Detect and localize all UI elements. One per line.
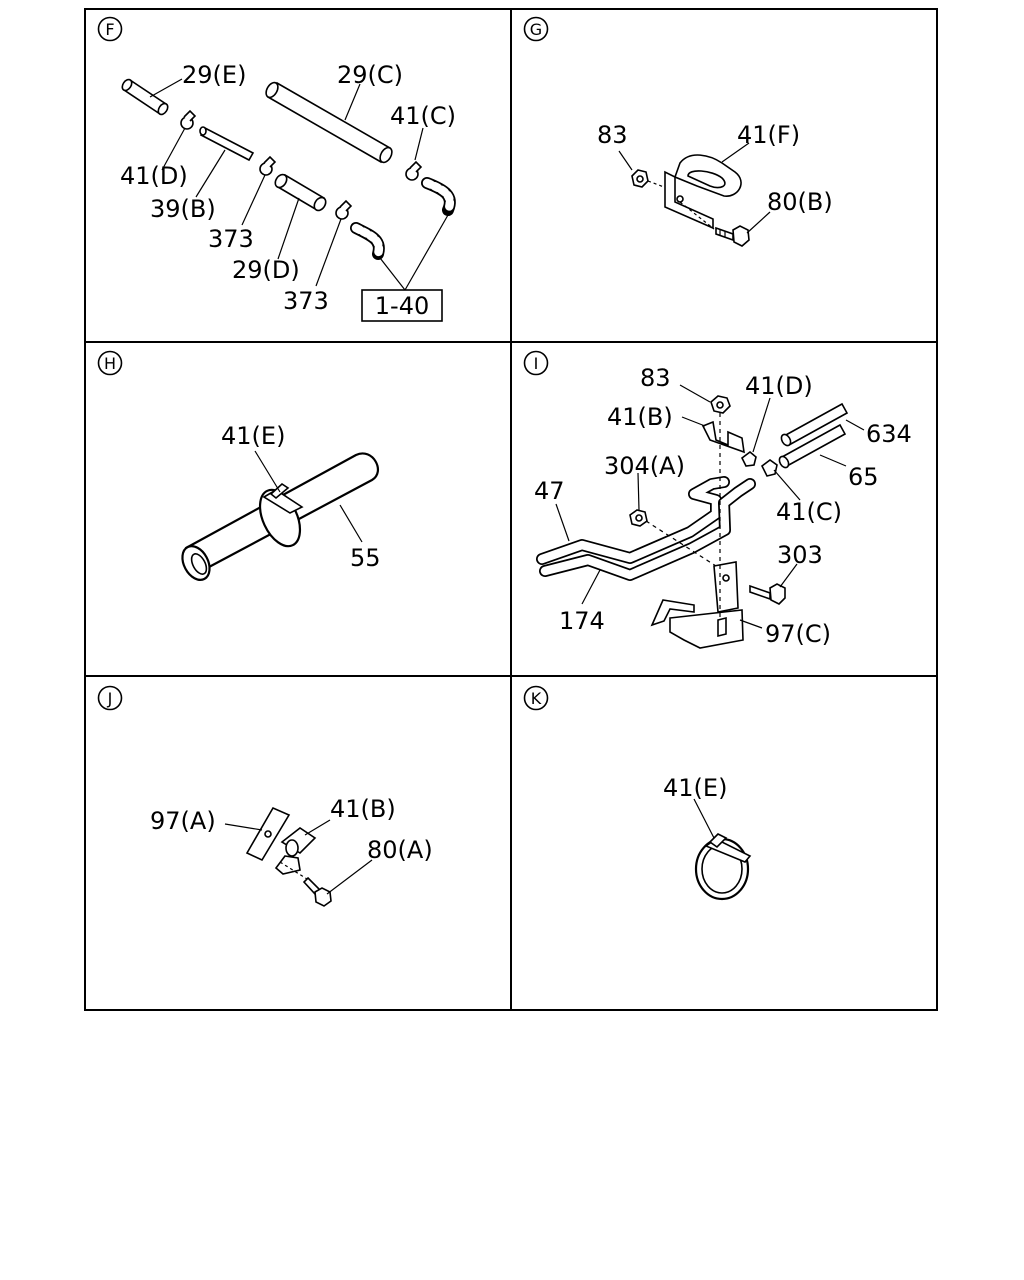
label-41e-k: 41(E) [663,774,727,802]
label-97c: 97(C) [765,620,831,648]
hose-29c-part [265,81,393,164]
panel-badge-f: F [97,16,123,42]
panel-grid [84,8,938,1011]
clamp-41e-k-part [694,833,752,901]
hose-634-part [780,402,849,447]
label-41c-i: 41(C) [776,498,842,526]
panel-f: 29(E) 29(C) 41(C) 41(D) 39(B) 373 29(D) … [120,61,456,322]
clamp-373-lower-part [335,199,353,220]
hose-29e-part [121,78,169,116]
bracket-97c-part [650,561,744,649]
bracket-97a-part [245,806,291,862]
elbow-lower-part [350,222,385,260]
label-65: 65 [848,463,879,491]
label-373-upper: 373 [208,225,254,253]
svg-text:K: K [531,689,542,708]
ref-box-1-40 [361,289,443,322]
panel-i: 83 41(D) 41(B) 634 304(A) 65 47 41(C) 30… [534,364,912,649]
label-41f: 41(F) [737,121,800,149]
pipe-47-part [536,476,730,565]
label-29d: 29(D) [232,256,300,284]
label-41b-i: 41(B) [607,403,673,431]
pipe-39b-part [199,126,255,162]
label-83: 83 [597,121,628,149]
panel-g: 83 41(F) 80(B) [597,121,833,247]
label-303: 303 [777,541,823,569]
label-1-40: 1-40 [375,292,429,320]
label-41c: 41(C) [390,102,456,130]
panel-j: 97(A) 41(B) 80(A) [150,795,433,907]
clamp-41c-part [405,160,423,181]
bolt-303-part [749,583,786,605]
bolt-80b-part [715,225,750,247]
pipe-174-part [539,478,756,581]
label-634: 634 [866,420,912,448]
label-55: 55 [350,544,381,572]
clamp-373-upper-part [259,155,277,176]
label-83-i: 83 [640,364,671,392]
label-29c: 29(C) [337,61,403,89]
clamp-41d-part [180,109,197,130]
clip-41b-j-part [274,827,317,875]
label-373-lower: 373 [283,287,329,315]
panel-badge-g: G [523,16,549,42]
label-29e: 29(E) [182,61,246,89]
label-174: 174 [559,607,605,635]
panel-f-leaders [149,78,449,291]
label-41d-i: 41(D) [745,372,813,400]
panel-k: 41(E) [663,774,752,901]
svg-text:H: H [104,354,116,373]
label-97a: 97(A) [150,807,216,835]
label-41e: 41(E) [221,422,285,450]
panel-badge-k: K [523,685,549,711]
hose-29d-part [274,173,327,212]
label-41d: 41(D) [120,162,188,190]
clip-41f-part [664,154,742,230]
svg-text:G: G [530,20,542,39]
label-39b: 39(B) [150,195,216,223]
clip-41b-part [701,420,745,454]
panel-badge-h: H [97,350,123,376]
bolt-80a-part [302,876,332,907]
nut-304a-part [629,509,648,527]
label-304a: 304(A) [604,452,685,480]
nut-83-top-part [710,395,731,414]
panel-badge-j: J [97,685,123,711]
label-80a: 80(A) [367,836,433,864]
nut-83-part [631,169,649,188]
clip-41d-part [740,450,757,467]
label-41b-j: 41(B) [330,795,396,823]
svg-text:F: F [105,20,114,39]
svg-text:J: J [107,689,113,708]
label-80b: 80(B) [767,188,833,216]
clip-41c-part [760,459,778,477]
label-47: 47 [534,477,565,505]
hose-65-part [778,423,847,469]
panel-badge-i: I [523,350,549,376]
panel-h: 41(E) 55 [181,422,381,581]
svg-text:I: I [534,354,539,373]
elbow-upper-part [421,177,456,216]
